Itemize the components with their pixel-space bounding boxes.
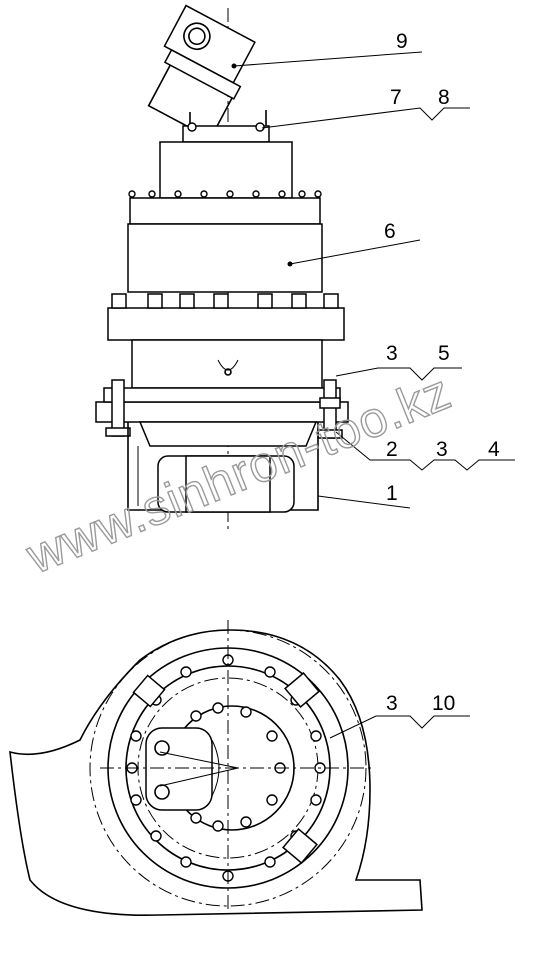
motor-port-inner [188, 27, 206, 46]
plan-view [9, 620, 423, 917]
callout-5: 5 [438, 342, 450, 365]
callout-3-middle: 3 [436, 438, 448, 461]
side-elevation [95, 4, 349, 530]
callout-3-upper: 3 [386, 342, 398, 365]
callout-1: 1 [386, 482, 398, 505]
motor-end-plan [145, 727, 213, 811]
right-bolt-head [319, 397, 341, 409]
callout-3-plan: 3 [386, 692, 398, 715]
leader-lines-top [231, 51, 515, 509]
callout-10: 10 [432, 692, 455, 715]
pinion-housing [138, 421, 318, 447]
callout-9: 9 [396, 30, 408, 53]
callout-8: 8 [438, 86, 450, 109]
bracket-outline [9, 629, 423, 917]
oil-plug [217, 359, 239, 371]
pad-top-right [284, 672, 320, 708]
inclined-motor [147, 4, 256, 140]
adapter-bolt-left [187, 122, 197, 132]
mounting-ring [103, 387, 341, 403]
pad-bottom-right [282, 828, 318, 864]
upper-housing [159, 141, 293, 199]
leader-lines-plan [329, 715, 470, 739]
upper-flange-bolts [128, 190, 322, 198]
callout-6: 6 [384, 220, 396, 243]
pad-top-left [132, 674, 166, 708]
callout-labels: 9 7 8 6 3 5 2 3 4 1 3 10 [384, 30, 500, 715]
motor-collar [163, 48, 242, 100]
pinion-teeth [185, 455, 271, 513]
main-flange [107, 307, 345, 341]
motor-port-outer [183, 22, 211, 51]
reducer-body [127, 223, 323, 293]
callout-4: 4 [488, 438, 500, 461]
lower-body [131, 339, 323, 389]
port-top [154, 740, 170, 756]
oil-plug-dot [224, 368, 232, 376]
left-nut [105, 427, 131, 437]
port-bottom [154, 784, 170, 800]
callout-7: 7 [390, 86, 402, 109]
callout-2: 2 [386, 438, 398, 461]
adapter-bolt-right [255, 122, 265, 132]
main-flange-bolts [111, 293, 339, 309]
motor-body [147, 64, 233, 140]
upper-flange [129, 197, 321, 225]
